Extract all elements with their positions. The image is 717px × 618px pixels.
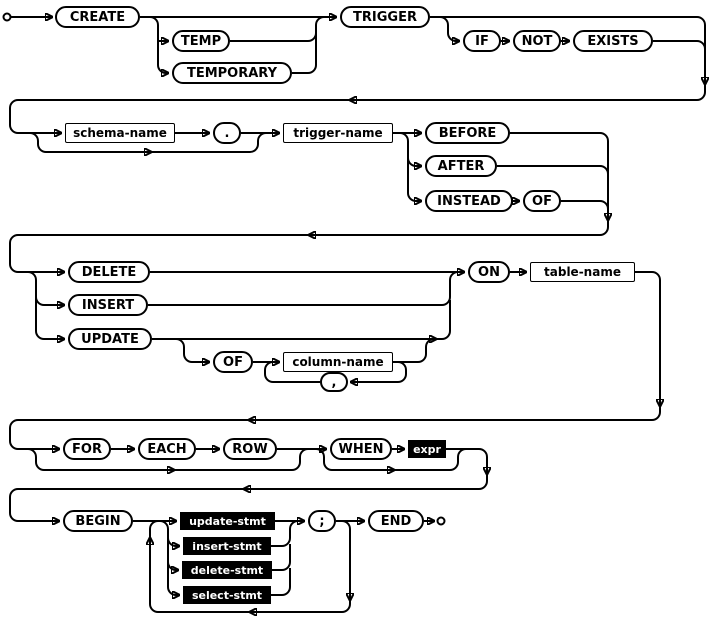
node-trigger-name: trigger-name <box>283 123 393 143</box>
node-after: AFTER <box>425 155 497 177</box>
node-trigger: TRIGGER <box>340 6 430 28</box>
node-comma: , <box>320 372 348 392</box>
track-lines <box>26 16 706 613</box>
node-temp: TEMP <box>172 30 230 52</box>
node-instead: INSTEAD <box>425 190 513 212</box>
node-update: UPDATE <box>68 328 152 350</box>
node-each: EACH <box>138 438 196 460</box>
node-update-stmt-link[interactable]: update-stmt <box>180 512 275 530</box>
node-if: IF <box>463 30 501 52</box>
node-when: WHEN <box>330 438 392 460</box>
node-expr-link[interactable]: expr <box>408 440 446 458</box>
track-arrows <box>9 17 705 612</box>
node-row: ROW <box>223 438 277 460</box>
node-semicolon: ; <box>308 510 336 532</box>
node-create: CREATE <box>55 6 140 28</box>
node-delete-stmt-link[interactable]: delete-stmt <box>182 561 272 579</box>
node-of-instead: OF <box>523 190 561 212</box>
node-not: NOT <box>513 30 561 52</box>
start-terminal-icon <box>2 12 12 22</box>
node-table-name: table-name <box>530 262 635 282</box>
node-exists: EXISTS <box>573 30 653 52</box>
node-end: END <box>368 510 424 532</box>
end-terminal-icon <box>436 516 446 526</box>
node-dot: . <box>213 122 241 144</box>
node-of-update: OF <box>213 351 253 373</box>
node-begin: BEGIN <box>63 510 133 532</box>
node-schema-name: schema-name <box>65 123 175 143</box>
node-insert-stmt-link[interactable]: insert-stmt <box>183 537 271 555</box>
node-before: BEFORE <box>425 122 510 144</box>
node-select-stmt-link[interactable]: select-stmt <box>183 586 271 604</box>
node-temporary: TEMPORARY <box>172 62 292 84</box>
node-column-name: column-name <box>283 352 393 372</box>
node-on: ON <box>468 261 510 283</box>
node-for: FOR <box>63 438 111 460</box>
node-delete: DELETE <box>68 261 150 283</box>
node-insert: INSERT <box>68 294 148 316</box>
